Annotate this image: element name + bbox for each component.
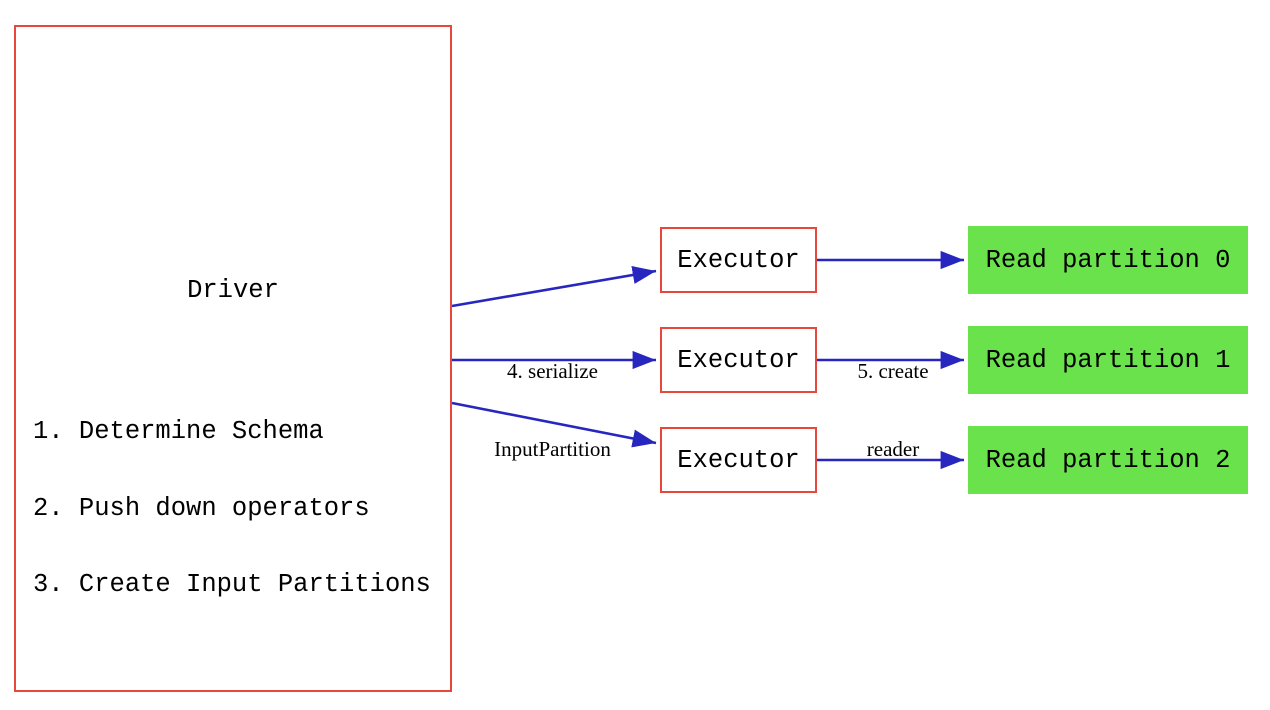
driver-node: Driver 1. Determine Schema 2. Push down …: [14, 25, 452, 692]
create-reader-edge-label-line2: reader: [866, 437, 920, 461]
driver-title: Driver: [187, 276, 279, 305]
driver-steps: 1. Determine Schema 2. Push down operato…: [33, 368, 431, 649]
serialize-edge-label-line1: 4. serialize: [507, 359, 598, 383]
executor-node-1: Executor: [660, 327, 817, 393]
driver-step-2: 2. Push down operators: [33, 493, 370, 523]
partition-node-0: Read partition 0: [968, 226, 1248, 294]
driver-step-1: 1. Determine Schema: [33, 417, 324, 446]
driver-step-3: 3. Create Input Partitions: [33, 570, 431, 599]
executor-node-2: Executor: [660, 427, 817, 493]
serialize-edge-label-line2: InputPartition: [494, 437, 611, 461]
partition-node-1: Read partition 1: [968, 326, 1248, 394]
create-reader-edge-label-line1: 5. create: [857, 359, 929, 383]
serialize-edge-label: 4. serialize InputPartition: [450, 306, 655, 514]
executor-node-0: Executor: [660, 227, 817, 293]
partition-node-2: Read partition 2: [968, 426, 1248, 494]
arrow-driver-to-executor-0: [451, 265, 657, 308]
create-reader-edge-label: 5. create reader: [822, 306, 964, 514]
